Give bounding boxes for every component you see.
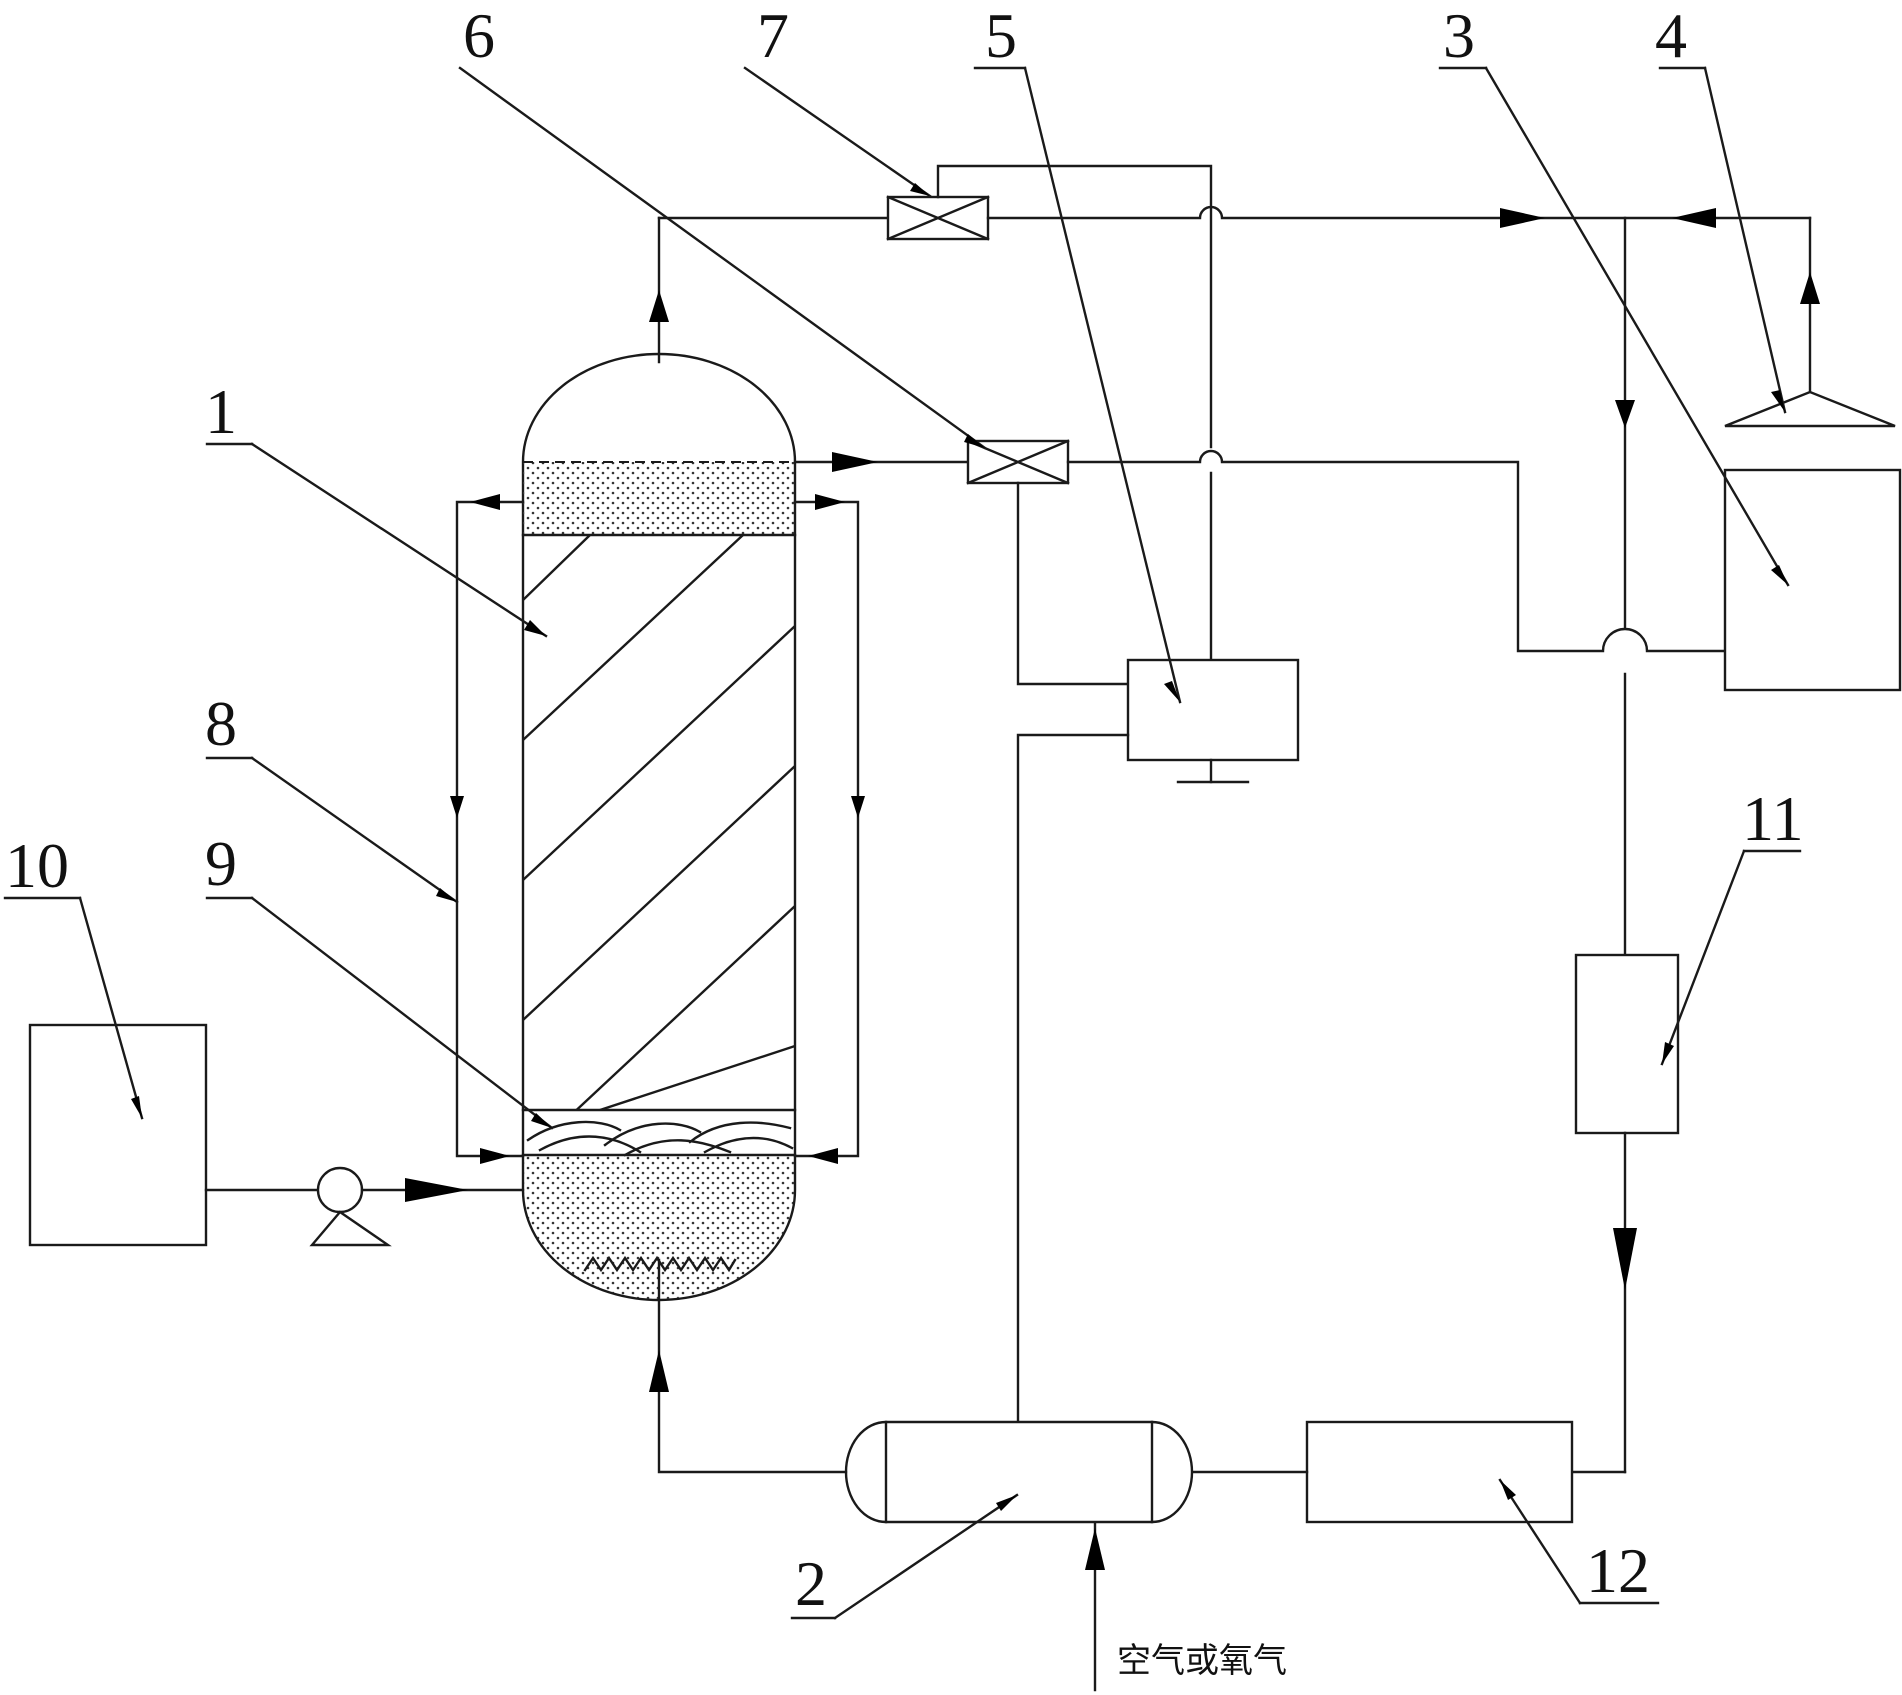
exhaust-hood <box>1724 390 1896 428</box>
valve-7 <box>886 195 990 241</box>
controller-box <box>1126 658 1300 762</box>
packed-bed-hatching <box>523 535 795 1110</box>
label-4: 4 <box>1655 0 1687 71</box>
arrow-right-loop-down <box>851 796 865 818</box>
arrow-inlet-up <box>1085 1528 1105 1570</box>
unit-12-box <box>1305 1420 1574 1524</box>
arrow-feed-right <box>405 1178 468 1202</box>
gas-inlet-caption: 空气或氧气 <box>1117 1641 1287 1681</box>
arrow-top-line-right <box>1500 208 1545 228</box>
arrow-right-loop-right <box>815 494 845 510</box>
bottom-sparger <box>583 1255 737 1273</box>
label-5: 5 <box>985 0 1017 71</box>
arrow-right-loop-left <box>808 1148 838 1164</box>
arrow-vessel-up <box>649 1350 669 1392</box>
arrow-hood-up <box>1800 272 1820 304</box>
collection-tank <box>1723 468 1902 692</box>
label-11: 11 <box>1742 783 1804 854</box>
arrow-from-hood-left <box>1672 208 1716 228</box>
reactor-top-layer <box>523 462 795 534</box>
unit-11-box <box>1574 953 1680 1135</box>
arrow-unit11-down <box>1613 1228 1637 1290</box>
label-1: 1 <box>205 376 237 447</box>
label-10: 10 <box>5 830 69 901</box>
arrow-top-outlet-up <box>649 290 669 322</box>
feed-pump <box>309 1166 392 1247</box>
arrow-left-loop-left <box>470 494 500 510</box>
arrow-right-line-down <box>1615 400 1635 428</box>
label-2: 2 <box>795 1548 827 1619</box>
label-9: 9 <box>205 828 237 899</box>
reactor-column <box>521 352 797 1302</box>
label-7: 7 <box>757 0 789 71</box>
label-8: 8 <box>205 688 237 759</box>
flow-arrows <box>405 208 1820 1570</box>
label-3: 3 <box>1443 0 1475 71</box>
arrow-left-loop-down <box>450 796 464 818</box>
label-12: 12 <box>1586 1535 1650 1606</box>
feed-tank <box>28 1023 208 1247</box>
label-6: 6 <box>463 0 495 71</box>
leader-lines <box>3 66 1802 1620</box>
arrow-mid-outlet-right <box>832 452 878 472</box>
reactor-bottom-layer <box>524 1156 794 1299</box>
arrow-left-loop-right <box>480 1148 510 1164</box>
horizontal-vessel <box>844 1420 1194 1524</box>
gas-distributor <box>526 1120 794 1157</box>
